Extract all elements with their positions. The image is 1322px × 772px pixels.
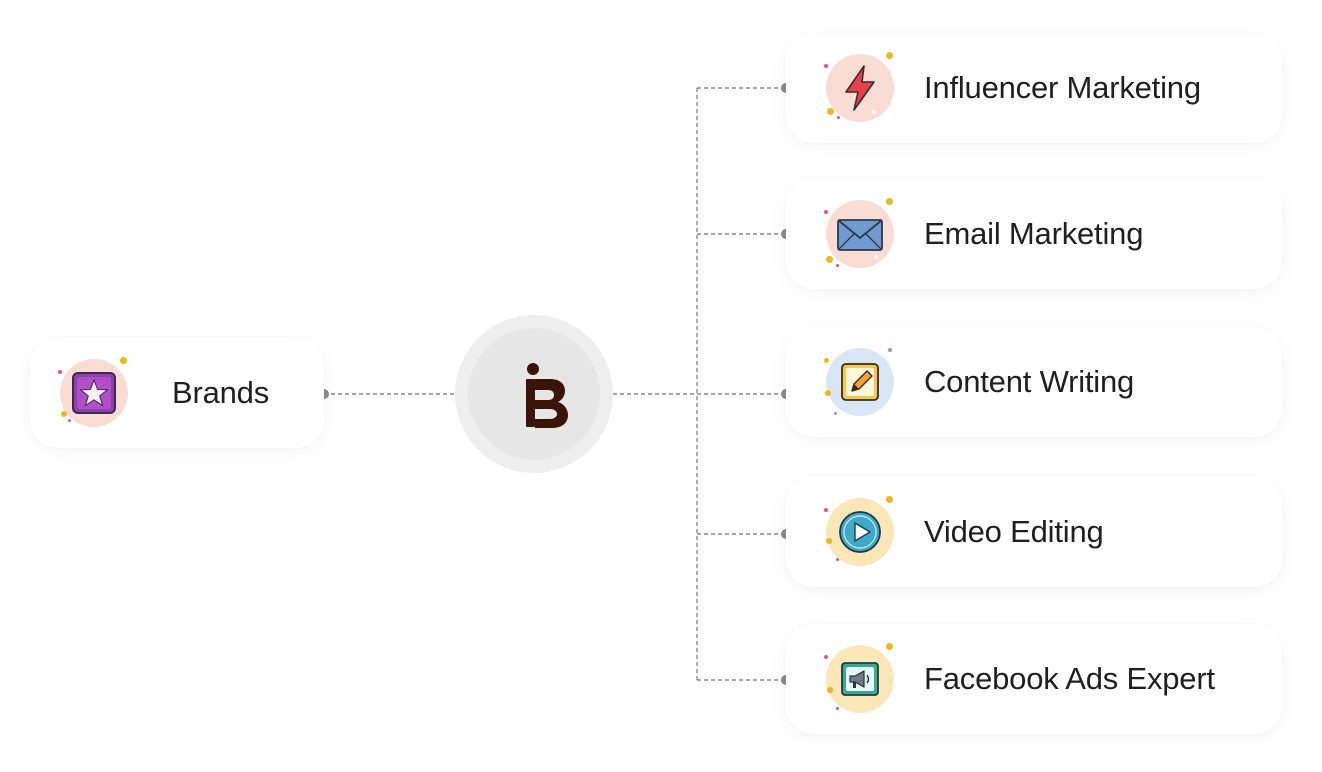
ib-logo-icon xyxy=(526,363,568,428)
service-card-email-marketing: Email Marketing xyxy=(786,179,1282,289)
service-card-video-editing: Video Editing xyxy=(786,477,1282,587)
pencil-note-icon xyxy=(824,346,896,418)
service-card-influencer-marketing: Influencer Marketing xyxy=(786,33,1282,143)
brands-node: Brands xyxy=(30,338,324,448)
play-button-icon xyxy=(824,496,896,568)
hub-node xyxy=(455,315,613,473)
megaphone-icon xyxy=(824,643,896,715)
service-card-facebook-ads-expert: Facebook Ads Expert xyxy=(786,624,1282,734)
lightning-bolt-icon xyxy=(824,52,896,124)
star-badge-icon xyxy=(58,357,130,429)
icon-background xyxy=(60,359,128,427)
service-label: Email Marketing xyxy=(924,216,1144,251)
envelope-icon xyxy=(824,198,896,270)
service-card-content-writing: Content Writing xyxy=(786,327,1282,437)
service-label: Video Editing xyxy=(924,514,1104,549)
service-label: Facebook Ads Expert xyxy=(924,661,1215,696)
brands-label: Brands xyxy=(172,375,270,410)
service-label: Content Writing xyxy=(924,364,1135,399)
service-label: Influencer Marketing xyxy=(924,70,1201,105)
